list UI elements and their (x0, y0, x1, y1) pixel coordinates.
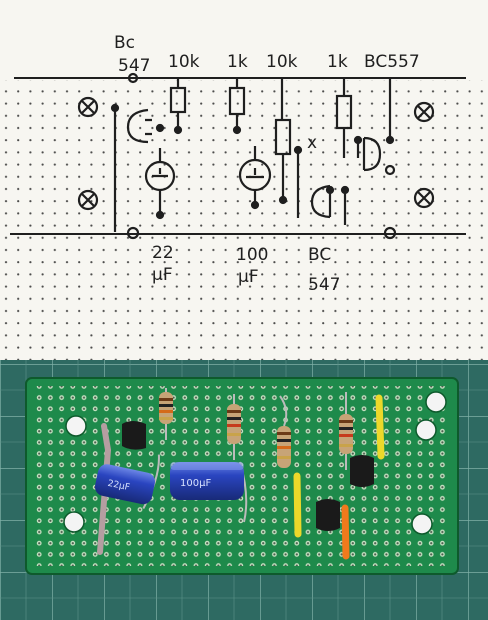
label-bc547-top-2: 547 (118, 56, 150, 76)
label-r2: 1k (227, 52, 248, 72)
label-c2-1: 100 (236, 245, 268, 265)
sketch-paper (0, 0, 488, 360)
transistor-right-bottom (316, 499, 340, 531)
label-bc547-bot-2: 547 (308, 275, 340, 295)
photo: 22µF 100µF (0, 360, 488, 620)
label-r4: 1k (327, 52, 348, 72)
capacitor-22uf-marking: 22µF (107, 479, 131, 493)
label-c2-2: µF (238, 267, 259, 287)
label-r1: 10k (168, 52, 200, 72)
resistor-3 (277, 395, 291, 468)
wire-orange (341, 504, 350, 560)
transistor-right-top (350, 455, 374, 487)
label-r3: 10k (266, 52, 298, 72)
wire-grey (97, 423, 112, 555)
sketch-labels: Bc 547 10k 1k 10k 1k BC557 x 22 µF 100 µ… (114, 33, 420, 295)
resistor-4 (339, 392, 353, 470)
board-mount-holes (63, 391, 447, 535)
wire-yellow-2 (293, 472, 302, 538)
capacitor-100uf: 100µF (170, 461, 248, 523)
label-cross: x (307, 133, 317, 153)
wire-yellow-1 (375, 394, 385, 460)
capacitor-100uf-marking: 100µF (180, 478, 211, 489)
mounting-hole-icon (77, 96, 435, 211)
resistor-1 (159, 388, 173, 440)
label-bc547-top-1: Bc (114, 33, 135, 53)
label-c1-2: µF (152, 265, 173, 285)
label-bc547-bot-1: BC (308, 245, 331, 265)
transistor-left (122, 421, 146, 450)
label-c1-1: 22 (152, 243, 174, 263)
capacitor-22uf: 22µF (94, 454, 160, 510)
sketch-components (77, 72, 435, 240)
label-bc557: BC557 (364, 52, 420, 72)
resistor-2 (227, 394, 241, 460)
